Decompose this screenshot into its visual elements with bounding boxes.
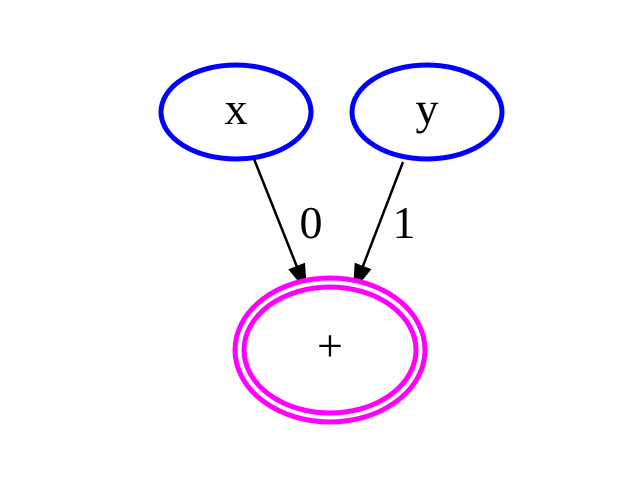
edge-y-plus-line [351,161,405,293]
edge-x-plus: 0 [252,158,323,293]
node-plus: + [232,275,428,425]
node-y-ellipse [349,62,505,162]
edge-y-plus-label: 1 [393,197,416,248]
edge-x-plus-label: 0 [300,197,323,248]
edge-x-plus-line [252,158,309,293]
node-plus-inner-ellipse [241,284,419,416]
edge-y-plus: 1 [351,161,416,293]
node-x-label: x [225,83,248,134]
node-y-label: y [416,83,439,134]
node-plus-label: + [317,320,343,371]
node-y: y [349,62,505,162]
node-x: x [158,62,314,162]
node-x-ellipse [158,62,314,162]
